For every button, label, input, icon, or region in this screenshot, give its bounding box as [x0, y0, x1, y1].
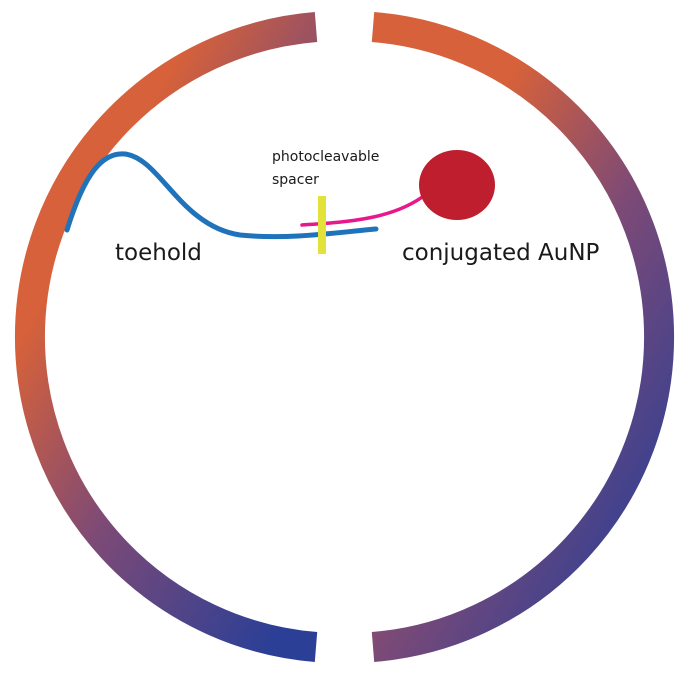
gold-nanoparticle — [419, 150, 495, 220]
aunp-label: conjugated AuNP — [402, 240, 600, 266]
toehold-strand — [64, 151, 379, 240]
toehold-label: toehold — [115, 240, 202, 266]
linker-strand — [300, 193, 427, 227]
spacer-label-line1: photocleavable — [272, 149, 380, 165]
photocleavable-spacer-marker — [318, 196, 326, 254]
ring-left-arc — [14, 12, 318, 662]
spacer-label-line2: spacer — [272, 172, 319, 188]
ring-right-arc — [371, 12, 675, 662]
spacer-label: photocleavable spacer — [272, 146, 379, 192]
